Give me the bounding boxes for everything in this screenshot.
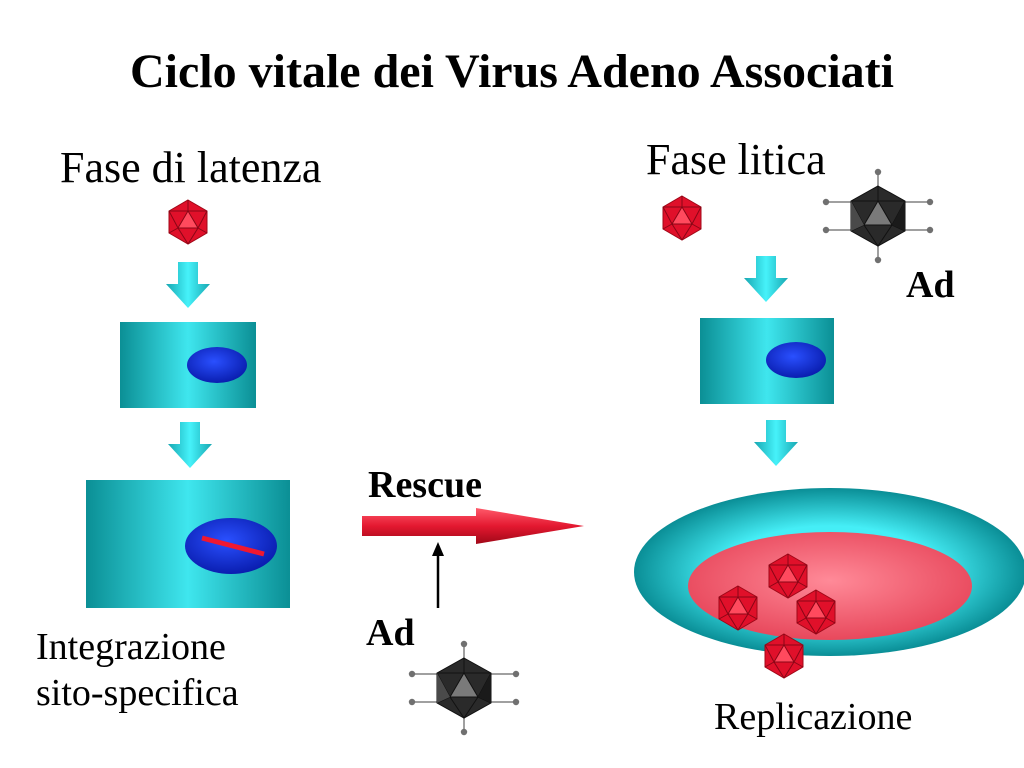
helper-arrow-head (432, 542, 444, 556)
integration-label-line2: sito-specifica (36, 672, 239, 714)
integration-label-line1: Integrazione (36, 626, 226, 668)
aav-virion-icon (662, 195, 702, 241)
adenovirus-icon (822, 168, 934, 264)
down-arrow-icon (754, 420, 798, 466)
cell-nucleus (187, 347, 247, 383)
replication-nucleus (688, 532, 972, 640)
rescue-arrow-icon (362, 508, 584, 544)
lytic-phase-heading: Fase litica (646, 135, 826, 184)
adenovirus-icon (408, 640, 520, 736)
rescue-label: Rescue (368, 464, 482, 506)
integration-label: Integrazione sito-specifica (36, 624, 239, 716)
down-arrow-icon (168, 422, 212, 468)
down-arrow-icon (166, 262, 210, 308)
replication-label: Replicazione (714, 696, 913, 738)
page-title: Ciclo vitale dei Virus Adeno Associati (129, 45, 894, 98)
down-arrow-icon (744, 256, 788, 302)
aav-virion-icon (168, 199, 208, 245)
cell-nucleus (766, 342, 826, 378)
adenovirus-label-upper: Ad (906, 264, 955, 306)
latency-phase-heading: Fase di latenza (60, 143, 322, 192)
adenovirus-label-lower: Ad (366, 612, 415, 654)
integrated-dna (201, 535, 265, 557)
